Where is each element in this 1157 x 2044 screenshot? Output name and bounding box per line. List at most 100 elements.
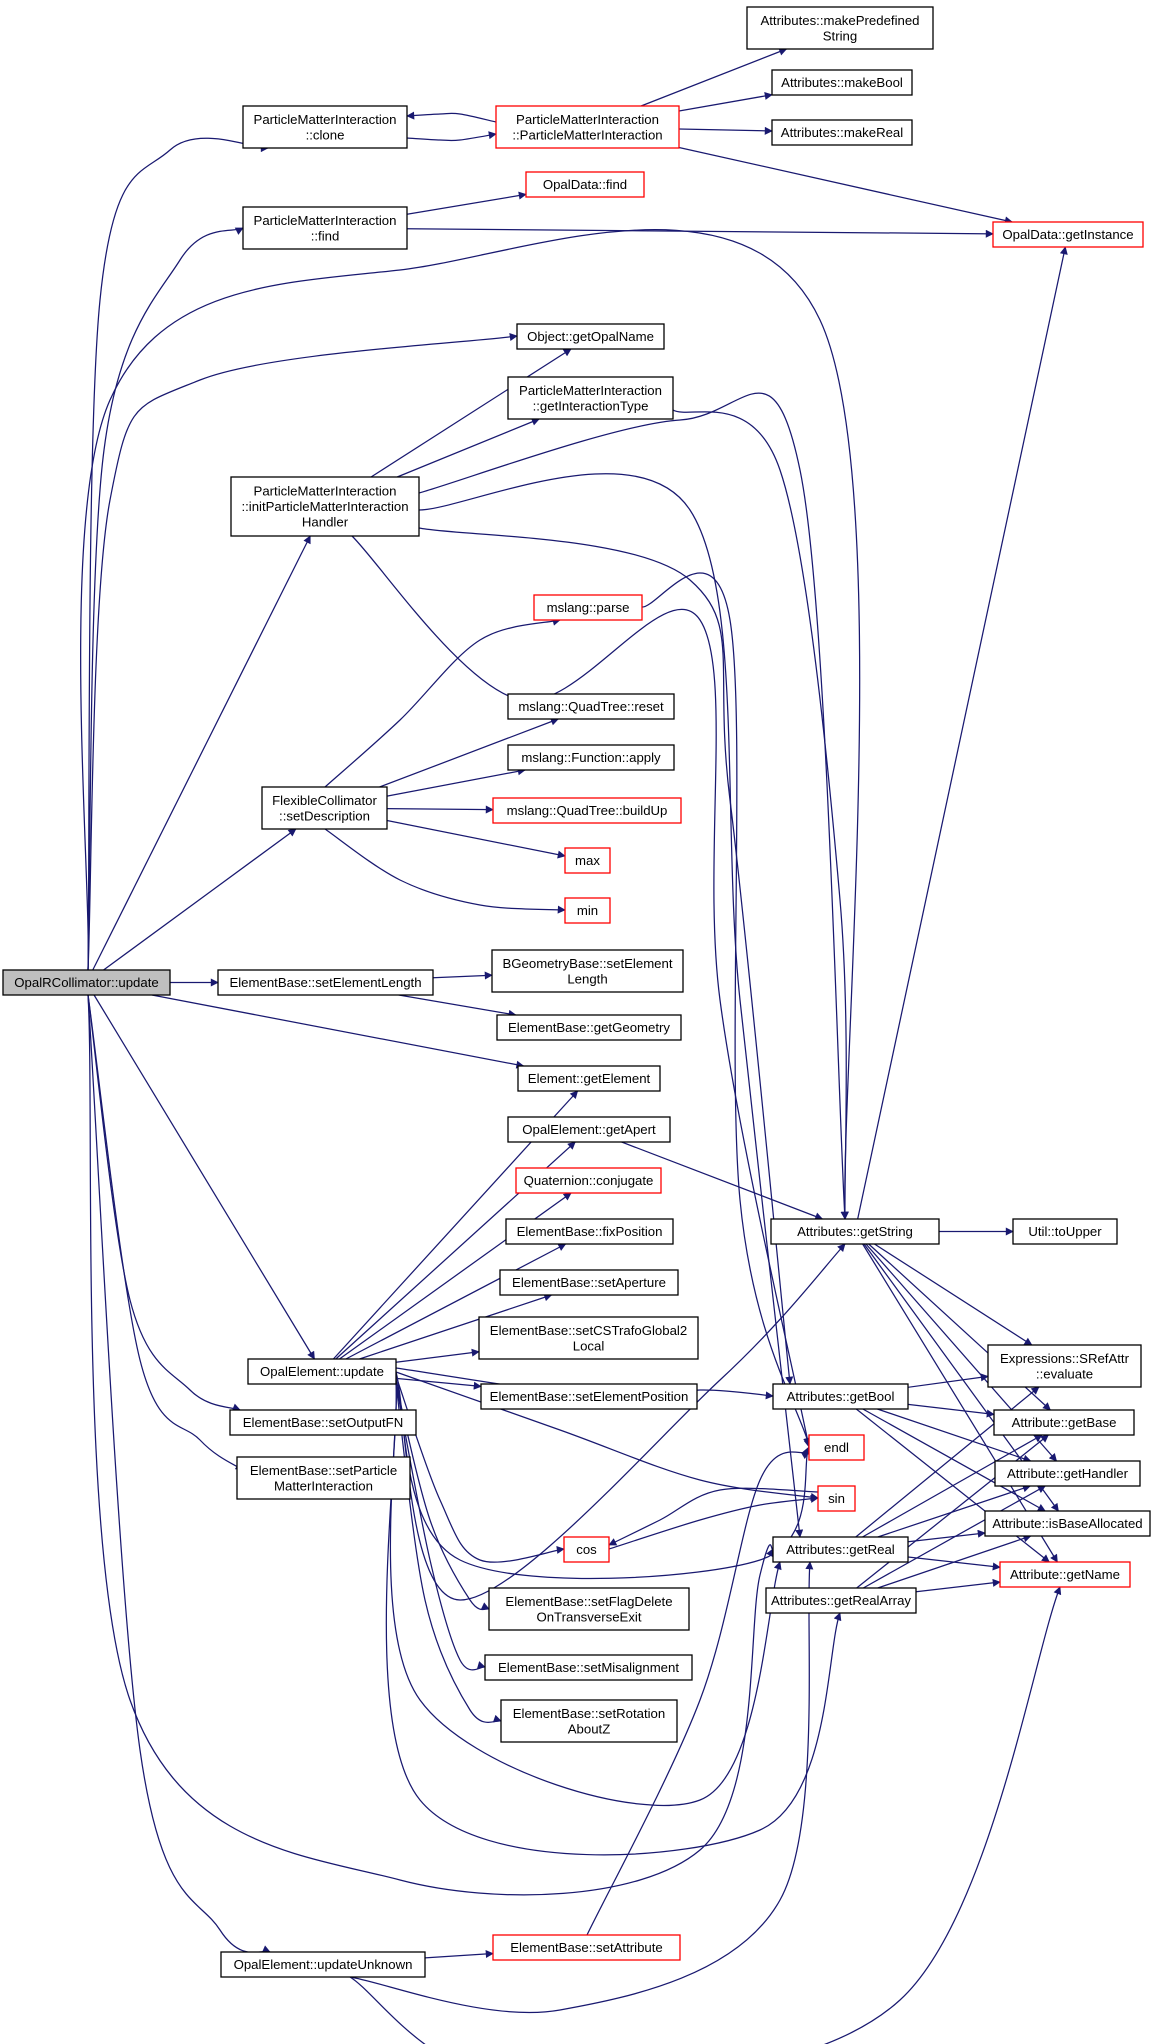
node-box[interactable] <box>746 6 934 50</box>
function-node[interactable]: ParticleMatterInteraction::find <box>242 206 408 250</box>
function-node[interactable]: ElementBase::getGeometry <box>496 1014 682 1041</box>
function-node[interactable]: OpalElement::update <box>247 1358 397 1385</box>
function-node[interactable]: cos <box>563 1536 610 1563</box>
function-node[interactable]: ParticleMatterInteraction::ParticleMatte… <box>495 105 680 149</box>
function-node[interactable]: OpalElement::updateUnknown <box>220 1951 426 1978</box>
node-box[interactable] <box>488 1587 690 1631</box>
function-node[interactable]: ElementBase::setOutputFN <box>229 1409 417 1436</box>
node-box[interactable] <box>507 744 675 771</box>
node-box[interactable] <box>525 171 645 198</box>
node-box[interactable] <box>242 105 408 149</box>
node-box[interactable] <box>507 693 675 720</box>
function-node[interactable]: OpalData::getInstance <box>992 221 1144 248</box>
node-box[interactable] <box>817 1485 856 1512</box>
function-node[interactable]: FlexibleCollimator::setDescription <box>261 786 388 830</box>
function-node[interactable]: ParticleMatterInteraction::initParticleM… <box>230 476 420 537</box>
function-node[interactable]: mslang::QuadTree::reset <box>507 693 675 720</box>
function-node[interactable]: Attribute::isBaseAllocated <box>984 1510 1151 1537</box>
function-node[interactable]: Attributes::makeReal <box>771 119 913 146</box>
function-node[interactable]: Attributes::makeBool <box>771 69 913 96</box>
node-box[interactable] <box>261 786 388 830</box>
function-node[interactable]: OpalElement::getApert <box>507 1116 671 1143</box>
function-node[interactable]: ElementBase::setParticleMatterInteractio… <box>236 1456 411 1500</box>
function-node[interactable]: Util::toUpper <box>1012 1218 1118 1245</box>
node-box[interactable] <box>992 221 1144 248</box>
node-box[interactable] <box>505 1218 674 1245</box>
function-node[interactable]: OpalData::find <box>525 171 645 198</box>
node-box[interactable] <box>507 376 674 420</box>
node-box[interactable] <box>247 1358 397 1385</box>
function-node[interactable]: Attribute::getName <box>999 1561 1131 1588</box>
function-node[interactable]: Attributes::getRealArray <box>765 1587 917 1614</box>
node-box[interactable] <box>771 119 913 146</box>
function-node[interactable]: Expressions::SRefAttr::evaluate <box>987 1344 1142 1388</box>
node-box[interactable] <box>987 1344 1142 1388</box>
function-node[interactable]: BGeometryBase::setElementLength <box>491 949 684 993</box>
function-node[interactable]: ParticleMatterInteraction::clone <box>242 105 408 149</box>
function-node[interactable]: ElementBase::setElementLength <box>217 969 434 996</box>
node-box[interactable] <box>984 1510 1151 1537</box>
function-node[interactable]: mslang::Function::apply <box>507 744 675 771</box>
node-box[interactable] <box>770 1218 940 1245</box>
node-box[interactable] <box>478 1316 699 1360</box>
node-box[interactable] <box>496 1014 682 1041</box>
node-box[interactable] <box>517 1065 661 1092</box>
node-box[interactable] <box>772 1536 909 1563</box>
node-box[interactable] <box>2 969 171 996</box>
node-box[interactable] <box>480 1383 698 1410</box>
node-box[interactable] <box>236 1456 411 1500</box>
node-box[interactable] <box>808 1434 865 1461</box>
node-box[interactable] <box>563 1536 610 1563</box>
node-box[interactable] <box>492 1934 681 1961</box>
function-node[interactable]: Element::getElement <box>517 1065 661 1092</box>
node-box[interactable] <box>484 1654 693 1681</box>
function-node[interactable]: min <box>564 897 611 924</box>
function-node[interactable]: Object::getOpalName <box>516 323 665 350</box>
function-node[interactable]: ElementBase::fixPosition <box>505 1218 674 1245</box>
function-node[interactable]: sin <box>817 1485 856 1512</box>
function-node[interactable]: Attributes::getString <box>770 1218 940 1245</box>
function-node[interactable]: ElementBase::setFlagDeleteOnTransverseEx… <box>488 1587 690 1631</box>
node-box[interactable] <box>217 969 434 996</box>
node-box[interactable] <box>516 323 665 350</box>
node-box[interactable] <box>229 1409 417 1436</box>
node-box[interactable] <box>993 1409 1135 1436</box>
node-box[interactable] <box>242 206 408 250</box>
node-box[interactable] <box>495 105 680 149</box>
node-box[interactable] <box>491 949 684 993</box>
node-box[interactable] <box>220 1951 426 1978</box>
function-node[interactable]: mslang::QuadTree::buildUp <box>492 797 682 824</box>
function-node[interactable]: Attributes::getBool <box>772 1383 909 1410</box>
function-node[interactable]: ElementBase::setMisalignment <box>484 1654 693 1681</box>
root-function-node[interactable]: OpalRCollimator::update <box>2 969 171 996</box>
function-node[interactable]: Attributes::getReal <box>772 1536 909 1563</box>
function-node[interactable]: mslang::parse <box>533 594 643 621</box>
function-node[interactable]: ElementBase::setAttribute <box>492 1934 681 1961</box>
node-box[interactable] <box>499 1269 679 1296</box>
node-box[interactable] <box>507 1116 671 1143</box>
node-box[interactable] <box>230 476 420 537</box>
node-box[interactable] <box>515 1167 662 1194</box>
function-node[interactable]: Attribute::getBase <box>993 1409 1135 1436</box>
function-node[interactable]: Quaternion::conjugate <box>515 1167 662 1194</box>
node-box[interactable] <box>765 1587 917 1614</box>
node-box[interactable] <box>994 1460 1141 1487</box>
function-node[interactable]: Attribute::getHandler <box>994 1460 1141 1487</box>
node-box[interactable] <box>772 1383 909 1410</box>
function-node[interactable]: ElementBase::setElementPosition <box>480 1383 698 1410</box>
node-box[interactable] <box>999 1561 1131 1588</box>
node-box[interactable] <box>771 69 913 96</box>
node-box[interactable] <box>564 897 611 924</box>
function-node[interactable]: endl <box>808 1434 865 1461</box>
node-box[interactable] <box>1012 1218 1118 1245</box>
function-node[interactable]: ParticleMatterInteraction::getInteractio… <box>507 376 674 420</box>
node-box[interactable] <box>500 1699 678 1743</box>
node-box[interactable] <box>564 847 611 874</box>
function-node[interactable]: max <box>564 847 611 874</box>
function-node[interactable]: ElementBase::setAperture <box>499 1269 679 1296</box>
node-box[interactable] <box>492 797 682 824</box>
node-box[interactable] <box>533 594 643 621</box>
